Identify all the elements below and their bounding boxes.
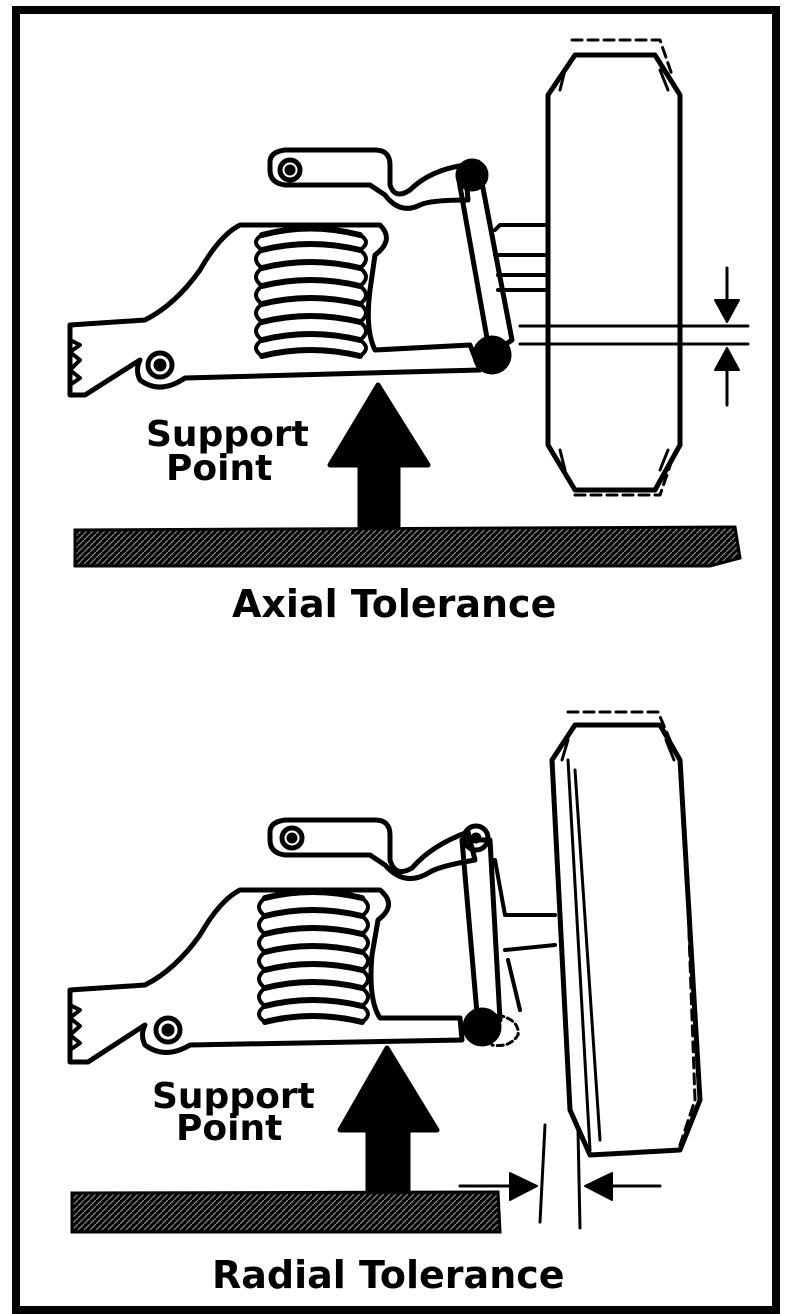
- radial-caption: Radial Tolerance: [212, 1253, 565, 1297]
- axial-support-label-line2: Point: [166, 448, 272, 489]
- axial-panel: [67, 38, 750, 531]
- radial-lower-arm: [67, 887, 465, 1065]
- radial-tire: [549, 722, 703, 1158]
- radial-coil-spring: [257, 889, 370, 1025]
- radial-support-arrow: [337, 1045, 440, 1193]
- axial-support-label-line1: Support: [146, 414, 309, 455]
- axial-upper-arm: [267, 147, 471, 211]
- radial-tire-displaced: [566, 710, 697, 1147]
- radial-support-label-line2: Point: [176, 1108, 282, 1149]
- axial-tolerance-lines: [518, 324, 750, 346]
- radial-kingpin: [459, 837, 503, 1028]
- axial-support-arrow: [327, 382, 431, 531]
- axial-lower-arm: [67, 222, 483, 398]
- axial-tire: [545, 52, 683, 493]
- axial-tire-displaced: [570, 38, 674, 497]
- axial-ground: [73, 525, 742, 568]
- radial-upper-arm: [267, 817, 478, 882]
- axial-caption: Axial Tolerance: [232, 582, 556, 626]
- axial-coil-spring: [254, 225, 368, 359]
- radial-ground: [70, 1190, 502, 1234]
- radial-support-label-line1: Support: [152, 1076, 315, 1117]
- radial-tolerance-lines: [538, 1123, 582, 1230]
- radial-panel: [67, 710, 703, 1230]
